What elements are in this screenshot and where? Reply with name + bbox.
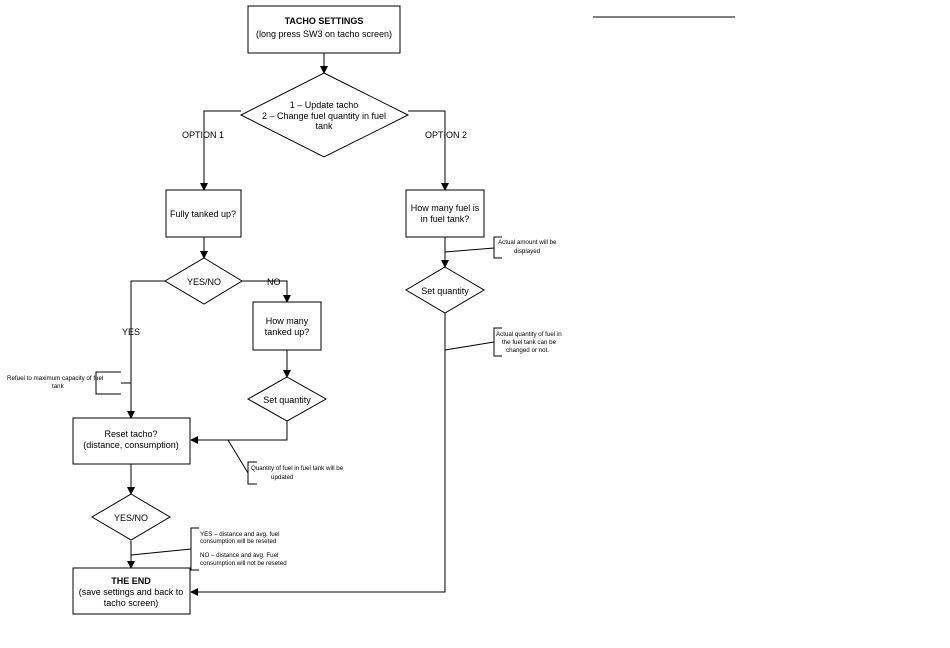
note-text-line: NO – distance and avg. Fuel [200, 552, 278, 559]
note-bracket [95, 371, 121, 395]
note-text-line: the fuel tank can be [502, 339, 557, 346]
arrow-no-branch [242, 280, 291, 303]
note-text-line: changed or not. [506, 347, 549, 354]
how-many-fuel-box: How many fuel is in fuel tank? [405, 189, 485, 238]
start-box: TACHO SETTINGS (long press SW3 on tacho … [247, 5, 401, 54]
yes-no-decision-1: YES/NO [164, 257, 243, 305]
option2-label: OPTION 2 [425, 130, 467, 140]
note-text-line: displayed [514, 248, 541, 255]
reset-tacho-line2: (distance, consumption) [83, 440, 179, 450]
yes-no-2-label: YES/NO [114, 513, 148, 523]
set-quantity-left-label: Set quantity [263, 395, 311, 405]
menu-decision: 1 – Update tacho 2 – Change fuel quantit… [239, 72, 410, 158]
fully-tanked-box: Fully tanked up? [165, 189, 242, 238]
reset-tacho-line1: Reset tacho? [104, 429, 157, 439]
yes-no-decision-2: YES/NO [91, 493, 171, 541]
note-reset-result: YES – distance and avg. fuel consumption… [130, 527, 287, 571]
how-many-tanked-line1: How many [266, 316, 309, 326]
arrow-option2 [408, 110, 449, 191]
note-refuel: Refuel to maximum capacity of fuel tank [7, 371, 131, 395]
note-text-line: Actual quantity of fuel in [496, 331, 562, 338]
fully-tanked-label: Fully tanked up? [170, 209, 236, 219]
note-text-line: updated [271, 474, 294, 481]
how-many-tanked-box: How many tanked up? [252, 301, 322, 351]
note-text-line: YES – distance and avg. fuel [200, 531, 279, 538]
note-connector [444, 341, 495, 351]
set-quantity-left-decision: Set quantity [246, 376, 328, 422]
note-actual-amount: Actual amount will be displayed [444, 236, 557, 259]
note-text-line: Quantity of fuel in fuel tank will be [251, 465, 344, 472]
note-text-line: consumption will not be reseted [200, 560, 287, 567]
menu-option-1: 1 – Update tacho [290, 100, 359, 110]
arrow-option1 [200, 110, 241, 191]
note-connector [130, 548, 192, 556]
end-line3: tacho screen) [104, 598, 159, 608]
yes-label: YES [122, 327, 140, 337]
menu-option-2: 2 – Change fuel quantity in fuel [262, 111, 386, 121]
end-line2: (save settings and back to [79, 587, 184, 597]
no-label: NO [267, 277, 281, 287]
note-connector [444, 247, 495, 253]
start-title: TACHO SETTINGS [285, 16, 364, 26]
note-bracket [190, 527, 199, 571]
how-many-fuel-line2: in fuel tank? [421, 214, 470, 224]
note-actual-quantity: Actual quantity of fuel in the fuel tank… [444, 327, 562, 357]
note-connector [227, 439, 249, 474]
set-quantity-right-label: Set quantity [421, 286, 469, 296]
menu-option-2-cont: tank [315, 121, 333, 131]
note-bracket [493, 236, 502, 259]
note-text-line: tank [52, 383, 65, 390]
note-text-line: consumption will be reseted [200, 538, 277, 545]
how-many-tanked-line2: tanked up? [265, 327, 310, 337]
end-title: THE END [111, 576, 151, 586]
note-quantity-updated: Quantity of fuel in fuel tank will be up… [227, 439, 344, 485]
reset-tacho-box: Reset tacho? (distance, consumption) [72, 417, 191, 465]
arrow-yes-branch [127, 280, 165, 419]
arrow-set-to-reset [190, 420, 288, 444]
note-text-line: Refuel to maximum capacity of fuel [7, 375, 103, 382]
how-many-fuel-line1: How many fuel is [411, 203, 480, 213]
connectors [127, 53, 449, 596]
yes-no-1-label: YES/NO [187, 277, 221, 287]
start-subtitle: (long press SW3 on tacho screen) [256, 29, 392, 39]
option1-label: OPTION 1 [182, 130, 224, 140]
note-text-line: Actual amount will be [498, 239, 557, 246]
end-box: THE END (save settings and back to tacho… [72, 567, 191, 615]
set-quantity-right-decision: Set quantity [405, 266, 485, 314]
arrow-set-to-end [190, 312, 446, 596]
